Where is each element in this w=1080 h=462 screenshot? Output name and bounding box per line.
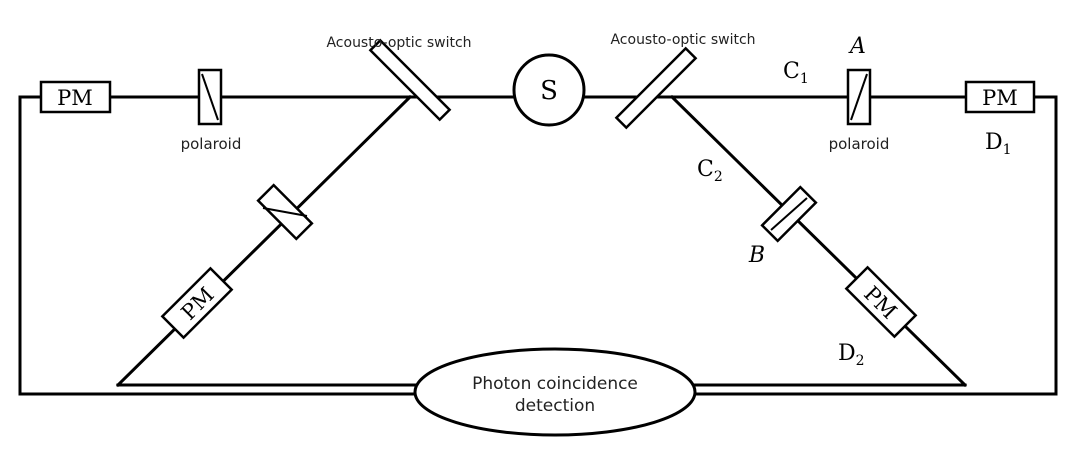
polarizer-b-label: B bbox=[748, 243, 765, 268]
switch-right-label: Acousto-optic switch bbox=[610, 32, 755, 48]
polarizer-a: polaroid A bbox=[829, 34, 890, 153]
channel-c1-label: C1 bbox=[783, 59, 809, 87]
beam-lower-right bbox=[669, 94, 968, 388]
signal-wires bbox=[18, 95, 1058, 396]
source-label: S bbox=[540, 76, 558, 106]
pm-left-label: PM bbox=[57, 86, 93, 110]
polarizer-a-label: A bbox=[848, 34, 866, 59]
pm-d2-box bbox=[844, 265, 918, 339]
photomultiplier-d1: PM D1 bbox=[964, 80, 1036, 158]
switch-right-plate bbox=[614, 46, 698, 130]
polaroid-left-label: polaroid bbox=[181, 135, 242, 153]
polaroid-left-axis bbox=[201, 73, 219, 121]
polaroid-left: polaroid bbox=[181, 68, 242, 153]
beam-lower-left bbox=[115, 94, 413, 388]
photomultiplier-lower-left: PM bbox=[160, 266, 234, 340]
photomultiplier-left: PM bbox=[39, 80, 112, 114]
coincidence-label-line1: Photon coincidence bbox=[472, 374, 638, 394]
polarizer-lower-left-axis bbox=[262, 207, 308, 217]
detector-d1-label: D1 bbox=[985, 130, 1012, 158]
acousto-optic-switch-left: Acousto-optic switch bbox=[326, 35, 472, 122]
polaroid-right-label: polaroid bbox=[829, 135, 890, 153]
pm-left-box bbox=[39, 80, 112, 114]
wire-right-outer bbox=[688, 95, 1058, 396]
coincidence-detector: Photon coincidence detection bbox=[413, 347, 697, 437]
coincidence-ellipse bbox=[413, 347, 697, 437]
source-circle bbox=[512, 53, 586, 127]
pm-d1-box bbox=[964, 80, 1036, 114]
polarizer-a-axis bbox=[850, 73, 868, 121]
photomultiplier-d2: PM D2 bbox=[838, 265, 918, 369]
switch-left-plate bbox=[368, 38, 452, 122]
acousto-optic-switch-right: Acousto-optic switch bbox=[610, 32, 756, 130]
switch-left-label: Acousto-optic switch bbox=[326, 35, 471, 51]
channel-c2-label: C2 bbox=[697, 157, 723, 185]
detector-d2-label: D2 bbox=[838, 341, 865, 369]
wire-left-outer bbox=[18, 95, 422, 396]
polarizer-b: B bbox=[748, 185, 818, 268]
photon-source: S bbox=[512, 53, 586, 127]
polarizer-lower-left bbox=[256, 183, 314, 241]
polarizer-b-axis bbox=[770, 197, 808, 231]
pm-d1-label: PM bbox=[982, 86, 1018, 110]
coincidence-label-line2: detection bbox=[515, 396, 595, 416]
pm-lower-left-box bbox=[160, 266, 234, 340]
